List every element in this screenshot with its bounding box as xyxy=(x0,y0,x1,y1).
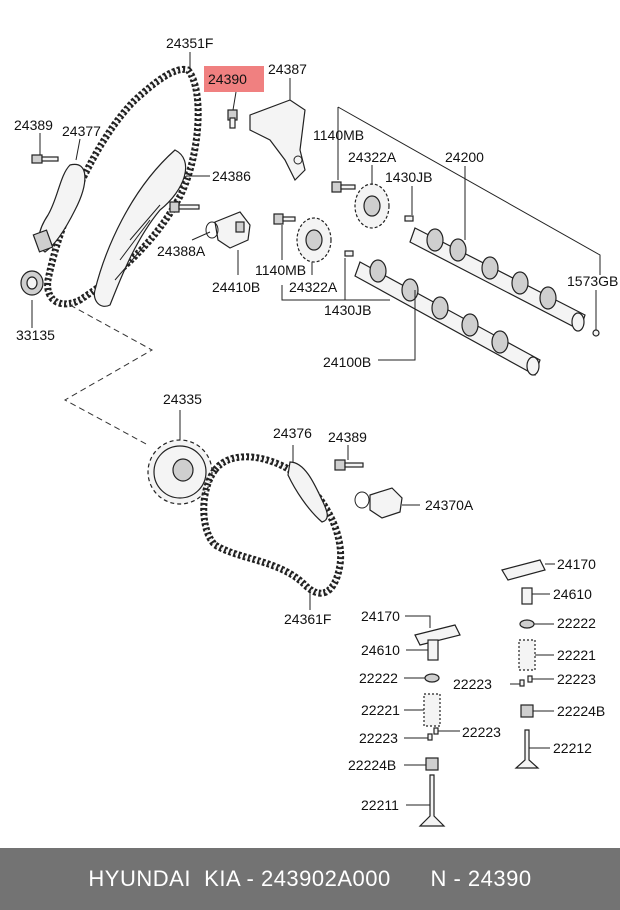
label-24370A: 24370A xyxy=(425,497,474,513)
sprocket-bolt-icon xyxy=(331,181,356,193)
label-1430JB-upper: 1430JB xyxy=(385,169,432,185)
sprocket-bolt-lower-icon xyxy=(273,213,296,225)
label-22222-right: 22222 xyxy=(557,615,596,631)
washer-icon xyxy=(20,270,44,296)
highlight-box xyxy=(204,66,264,92)
lower-chain-guide xyxy=(287,461,328,523)
label-22224B-right: 22224B xyxy=(557,703,605,719)
tensioner-arm xyxy=(38,163,86,253)
label-22223-left: 22223 xyxy=(359,730,398,746)
label-24389-upper: 24389 xyxy=(14,117,53,133)
label-24610-left: 24610 xyxy=(361,642,400,658)
lower-timing-chain xyxy=(200,453,345,610)
callout-labels: 24351F 24390 24387 24389 24377 1140MB 24… xyxy=(14,35,618,813)
lower-tensioner-icon xyxy=(354,487,420,519)
cam-sprocket-lower-icon xyxy=(296,217,332,263)
bracket-icon xyxy=(249,99,306,182)
dashed-link xyxy=(63,304,154,446)
label-24100B: 24100B xyxy=(323,354,371,370)
leader-lines-upper xyxy=(31,52,601,361)
exhaust-camshaft-icon xyxy=(409,227,586,332)
label-1140MB-upper: 1140MB xyxy=(313,127,364,143)
label-24410B: 24410B xyxy=(212,279,260,295)
intake-camshaft-icon xyxy=(354,259,541,376)
tensioner-bolt-icon xyxy=(169,201,200,213)
footer-brand-partnumber: HYUNDAI KIA - 243902A000 xyxy=(88,866,391,891)
footer-reference: N - 24390 xyxy=(430,866,532,891)
label-24390: 24390 xyxy=(208,71,247,87)
exploded-parts-diagram: 24351F 24390 24387 24389 24377 1140MB 24… xyxy=(14,35,618,827)
dowel-pin-lower-icon xyxy=(344,250,354,257)
label-22221-left: 22221 xyxy=(361,702,400,718)
cam-sprocket-upper-icon xyxy=(354,183,390,229)
crank-sprocket-icon xyxy=(147,410,213,505)
label-24200: 24200 xyxy=(445,149,484,165)
label-24351F: 24351F xyxy=(166,35,213,51)
lower-bolt-icon xyxy=(334,445,364,471)
label-24610-right: 24610 xyxy=(553,586,592,602)
label-22223-right: 22223 xyxy=(557,671,596,687)
label-33135: 33135 xyxy=(16,327,55,343)
label-22222-left: 22222 xyxy=(359,670,398,686)
label-24335: 24335 xyxy=(163,391,202,407)
bolt-icon xyxy=(31,154,59,164)
label-1140MB-lower: 1140MB xyxy=(255,262,306,278)
label-22221-right: 22221 xyxy=(557,647,596,663)
label-24389-lower: 24389 xyxy=(328,429,367,445)
label-24387: 24387 xyxy=(268,61,307,77)
dowel-pin-icon xyxy=(404,215,414,222)
footer-spacer xyxy=(391,866,431,892)
label-24170-right: 24170 xyxy=(557,556,596,572)
label-22223-center: 22223 xyxy=(462,724,501,740)
label-22224B-left: 22224B xyxy=(348,757,396,773)
label-24376: 24376 xyxy=(273,425,312,441)
valve-train-right xyxy=(501,559,555,769)
hydraulic-tensioner-icon xyxy=(205,211,251,249)
label-1430JB-lower: 1430JB xyxy=(324,302,371,318)
label-24377: 24377 xyxy=(62,123,101,139)
label-22212: 22212 xyxy=(553,740,592,756)
plug-icon xyxy=(592,329,600,337)
label-24388A: 24388A xyxy=(157,243,206,259)
label-24361F: 24361F xyxy=(284,611,331,627)
label-1573GB: 1573GB xyxy=(567,273,618,289)
label-24170-left: 24170 xyxy=(361,608,400,624)
part-number-footer: HYUNDAI KIA - 243902A000 N - 24390 xyxy=(0,848,620,910)
label-24322A-upper: 24322A xyxy=(348,149,397,165)
label-24386: 24386 xyxy=(212,168,251,184)
label-24322A-lower: 24322A xyxy=(289,279,338,295)
label-22211: 22211 xyxy=(361,797,399,813)
label-22223-mid: 22223 xyxy=(453,676,492,692)
upper-timing-chain xyxy=(44,65,202,308)
valve-train-left xyxy=(404,615,461,827)
bolt-24390-icon xyxy=(227,109,238,129)
